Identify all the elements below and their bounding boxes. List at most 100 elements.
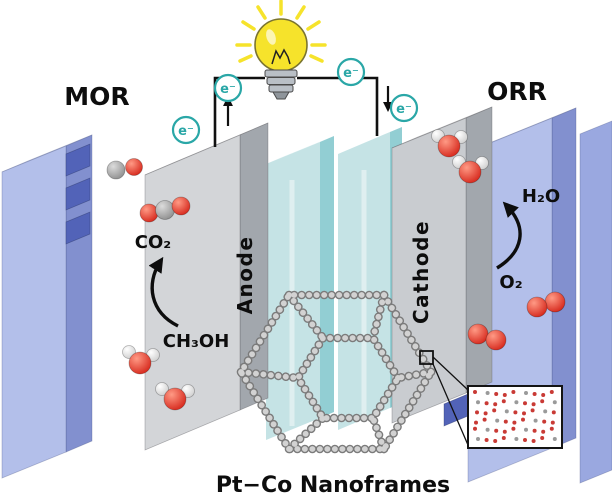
lattice-atom [493, 439, 498, 443]
lattice-atom [483, 411, 488, 416]
lattice-atom [541, 393, 546, 397]
co-molecule [106, 158, 143, 180]
lattice-atom [504, 409, 509, 414]
lattice-atom [530, 408, 535, 413]
bulb-filament [271, 48, 291, 65]
bulb-base-ring-3 [268, 84, 294, 93]
electron-badge-label: e⁻ [343, 66, 359, 81]
lattice-atom [475, 410, 479, 415]
hydrogen-atom [155, 382, 169, 396]
left-flow-plate [1, 134, 93, 479]
lattice-atom [552, 437, 557, 441]
lattice-atoms [473, 390, 557, 443]
electron-badge: e⁻ [336, 57, 366, 87]
membrane-assembly [266, 127, 402, 440]
carbon-atom [106, 160, 126, 180]
lattice-atom [523, 401, 527, 406]
oxygen-molecule [526, 291, 566, 318]
lattice-atom [503, 419, 508, 424]
nanoframe [235, 290, 437, 454]
methanol-molecule [122, 345, 160, 375]
co2-molecule [139, 196, 191, 223]
lattice-atom [550, 420, 555, 425]
lattice-atom [501, 436, 506, 440]
lattice-atom [502, 393, 507, 397]
oxygen-atom [485, 329, 507, 351]
electron-badge-circle [389, 93, 419, 123]
anode-slab: Anode [144, 122, 269, 451]
oxygen-atom [467, 323, 489, 345]
lattice-atom [485, 391, 490, 395]
electron-badges: e⁻ e⁻ e⁻ e⁻ [171, 57, 419, 145]
lattice-atom [494, 428, 499, 433]
mor-label: MOR [64, 82, 129, 111]
electron-badge: e⁻ [171, 115, 201, 145]
nanoframe-spoke-edges-highlight [238, 292, 434, 452]
lattice-atom [542, 419, 547, 424]
left-plate-front-face [1, 145, 67, 479]
oxygen-molecule [467, 323, 507, 351]
methanol-molecule [155, 382, 195, 411]
zoom-callout [419, 350, 563, 449]
callout-lines [432, 356, 469, 446]
cathode-side-face [465, 106, 493, 394]
lattice-atom [492, 408, 497, 413]
anode-front-face [144, 134, 241, 451]
orr-reaction-arrow [496, 201, 522, 270]
electron-badge: e⁻ [389, 93, 419, 123]
lattice-atom [533, 418, 538, 423]
light-rays [235, 0, 327, 63]
lattice-atom [502, 429, 507, 434]
lattice-atom [540, 399, 545, 404]
oxygen-atom [458, 160, 482, 184]
lattice-atom [514, 437, 519, 441]
water-molecule [431, 129, 468, 158]
lattice-atom [473, 390, 477, 394]
lattice-atom [549, 426, 554, 431]
cathode-front-face [391, 117, 467, 424]
co2-label: CO₂ [135, 232, 171, 253]
water-molecule [452, 155, 489, 184]
oxygen-atom [125, 158, 143, 176]
lattice-atom [476, 400, 480, 405]
lattice-atom [540, 436, 545, 440]
callout-square [419, 350, 434, 365]
lattice-atom [532, 392, 537, 396]
oxygen-atom [544, 291, 566, 313]
electron-badge-circle [213, 73, 243, 103]
lattice-atom [532, 428, 537, 433]
membrane-pane1-top-face [266, 136, 334, 164]
lattice-atom [523, 438, 527, 442]
lattice-atom [495, 418, 500, 423]
lattice-atom [541, 429, 546, 434]
lattice-atom [484, 438, 489, 442]
oxygen-atom [128, 351, 152, 375]
electron-badge: e⁻ [213, 73, 243, 103]
bulb-base-ring-2 [266, 77, 296, 85]
membrane-pane1-edge-face [320, 136, 334, 418]
right-back-slab [579, 120, 612, 484]
oxygen-atom [437, 134, 461, 158]
electron-badge-circle [336, 57, 366, 87]
lattice-atom [522, 411, 526, 416]
light-bulb-icon [235, 0, 327, 100]
lattice-atom [501, 399, 506, 404]
oxygen-atom [163, 387, 187, 411]
cathode-label: Cathode [409, 220, 433, 324]
lattice-atom [521, 417, 525, 422]
bulb-base-ring-1 [264, 69, 298, 78]
lattice-atom [511, 426, 516, 431]
methanol-label: CH₃OH [163, 331, 230, 352]
lattice-atom [531, 439, 536, 443]
figure-caption: Pt−Co Nanoframes [216, 473, 450, 498]
bulb-highlight [266, 29, 276, 45]
circuit [213, 76, 393, 147]
orr-label: ORR [487, 77, 547, 106]
lattice-atom [476, 437, 480, 441]
bulb-glass [254, 18, 308, 72]
electron-badge-label: e⁻ [178, 124, 194, 139]
electron-badge-label: e⁻ [396, 102, 412, 117]
lattice-atom [543, 409, 548, 414]
lattice-atom [482, 417, 487, 422]
